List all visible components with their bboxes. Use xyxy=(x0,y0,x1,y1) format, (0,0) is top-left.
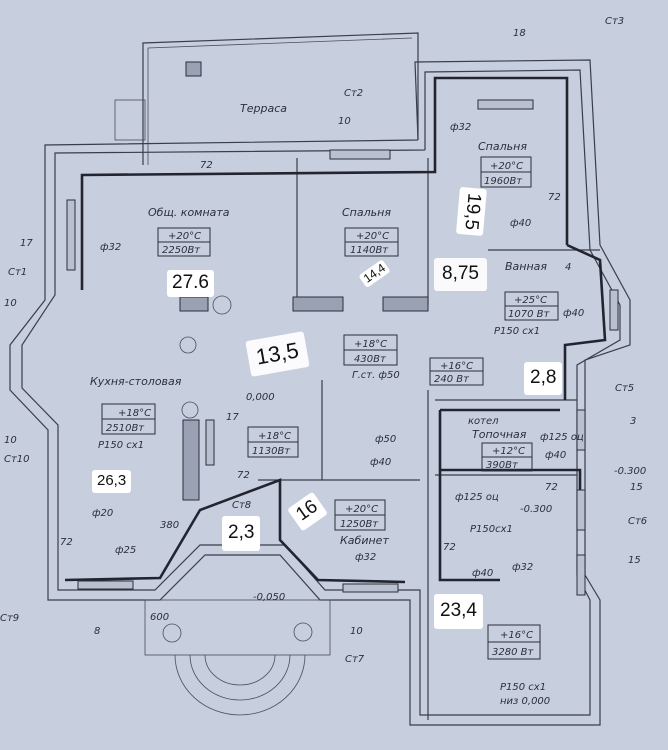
pipe-d125: ф125 оц xyxy=(455,492,499,503)
level-mark: 0,000 xyxy=(246,392,275,403)
garage-temp: +16°C xyxy=(500,630,533,641)
label-10: 10 xyxy=(350,626,363,637)
pipe-72: 72 xyxy=(60,537,73,548)
radiator-p150: Р150сх1 xyxy=(470,524,513,535)
label-10: 10 xyxy=(338,116,351,127)
area-label-garage: 23,4 xyxy=(434,594,483,629)
study-name: Кабинет xyxy=(340,534,389,547)
bedroom2-name: Спальня xyxy=(478,140,527,153)
dimension: 380 xyxy=(160,520,179,531)
bedroom1-name: Спальня xyxy=(342,206,391,219)
living-temp: +20°C xyxy=(168,231,201,242)
bathroom-power: 1070 Вт xyxy=(508,309,550,320)
boiler-power: 390Вт xyxy=(486,460,519,471)
living-power: 2250Вт xyxy=(162,245,201,256)
pipe-d32: ф32 xyxy=(100,242,121,253)
pipe-72: 72 xyxy=(237,470,250,481)
living-room-name: Общ. комната xyxy=(148,206,230,219)
label-4: 4 xyxy=(565,262,571,273)
pipe-72: 72 xyxy=(443,542,456,553)
area-label-kitchen: 26,3 xyxy=(92,470,132,493)
area-label-bedroom2: 19,5 xyxy=(456,186,487,237)
terrace-label: Терраса xyxy=(240,102,287,115)
level-mark: -0.300 xyxy=(520,504,552,515)
pipe-d125: ф125 оц xyxy=(540,432,584,443)
label-8: 8 xyxy=(94,626,100,637)
bathroom-name: Ванная xyxy=(505,260,547,273)
area-label-bathroom: 8,75 xyxy=(434,258,487,291)
label-10: 10 xyxy=(4,435,17,446)
area-label-stair: 2,3 xyxy=(222,516,261,551)
bedroom1-power: 1140Вт xyxy=(350,245,389,256)
label-17: 17 xyxy=(20,238,33,249)
riser-st3: Ст3 xyxy=(605,16,624,27)
label-15: 15 xyxy=(628,555,641,566)
pipe-d32: ф32 xyxy=(512,562,533,573)
riser-st9: Ст9 xyxy=(0,613,19,624)
pipe-d40: ф40 xyxy=(510,218,531,229)
pipe-d50: ф50 xyxy=(375,434,396,445)
riser-st10: Ст10 xyxy=(4,454,30,465)
pipe-d40: ф40 xyxy=(545,450,566,461)
study-power: 1250Вт xyxy=(340,519,379,530)
wc-power: 240 Вт xyxy=(434,374,470,385)
label-3: 3 xyxy=(630,416,636,427)
pipe-72: 72 xyxy=(200,160,213,171)
riser-gst: Г.ст. ф50 xyxy=(352,370,400,381)
radiator-p150: Р150 сх1 xyxy=(98,440,144,451)
room-info-boxes xyxy=(101,156,559,660)
pipe-72: 72 xyxy=(545,482,558,493)
boiler-room-name: Топочная xyxy=(472,428,527,441)
kitchen-power: 2510Вт xyxy=(106,423,145,434)
boiler-temp: +12°C xyxy=(492,446,525,457)
corridor-temp: +18°C xyxy=(258,431,291,442)
riser-st5: Ст5 xyxy=(615,383,634,394)
riser-st7: Ст7 xyxy=(345,654,365,665)
pipe-d25: ф25 xyxy=(115,545,136,556)
wc-temp: +16°C xyxy=(440,361,473,372)
pipe-d20: ф20 xyxy=(92,508,113,519)
pipe-d40: ф40 xyxy=(563,308,584,319)
radiator-p150: Р150 сх1 xyxy=(494,326,540,337)
pipe-d40: ф40 xyxy=(370,457,391,468)
kitchen-temp: +18°C xyxy=(118,408,151,419)
label-17: 17 xyxy=(226,412,239,423)
bedroom1-temp: +20°C xyxy=(356,231,389,242)
hall-temp: +18°C xyxy=(354,339,387,350)
level-mark: -0,050 xyxy=(253,592,285,603)
kitchen-name: Кухня-столовая xyxy=(90,375,182,388)
bedroom2-power: 1960Вт xyxy=(484,176,523,187)
riser-st6: Ст6 xyxy=(628,516,647,527)
plan-text: Терраса Общ. комната +20°C 2250Вт Спальн… xyxy=(0,16,647,707)
riser-st1: Ст1 xyxy=(8,267,27,278)
level-mark: -0.300 xyxy=(614,466,646,477)
pipe-d32: ф32 xyxy=(450,122,471,133)
bathroom-temp: +25°C xyxy=(514,295,547,306)
study-temp: +20°C xyxy=(345,504,378,515)
boiler-label: котел xyxy=(468,416,499,427)
label-15: 15 xyxy=(630,482,643,493)
inner-walls xyxy=(179,158,600,720)
hall-power: 430Вт xyxy=(354,354,387,365)
terrace-outline xyxy=(114,32,419,165)
dimension: 600 xyxy=(150,612,169,623)
radiator-p150: Р150 сх1 xyxy=(500,682,546,693)
riser-st8: Ст8 xyxy=(232,500,251,511)
bottom-level: низ 0,000 xyxy=(500,696,550,707)
radiators xyxy=(66,99,619,596)
label-18: 18 xyxy=(513,28,526,39)
riser-st2: Ст2 xyxy=(344,88,363,99)
garage-power: 3280 Вт xyxy=(492,647,534,658)
label-10: 10 xyxy=(4,298,17,309)
bedroom2-temp: +20°C xyxy=(490,161,523,172)
area-label-wc: 2,8 xyxy=(524,362,563,395)
area-label-living: 27.6 xyxy=(167,270,214,297)
corridor-power: 1130Вт xyxy=(252,446,291,457)
pipe-d40: ф40 xyxy=(472,568,493,579)
pipe-d32: ф32 xyxy=(355,552,376,563)
outer-walls xyxy=(9,59,631,726)
pipe-72: 72 xyxy=(548,192,561,203)
